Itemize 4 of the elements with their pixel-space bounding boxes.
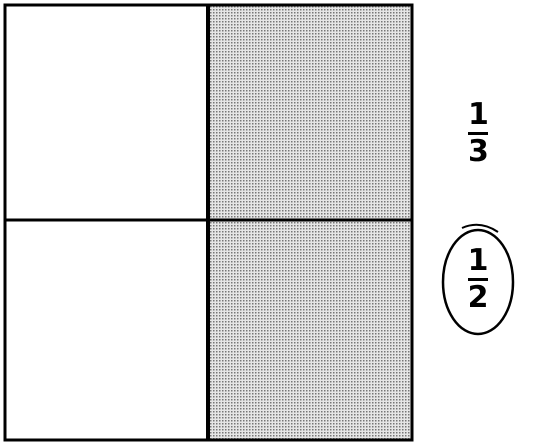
numerator: 1 [468,246,488,276]
numerator: 1 [468,100,489,130]
denominator: 2 [468,282,488,312]
denominator: 3 [468,137,489,167]
